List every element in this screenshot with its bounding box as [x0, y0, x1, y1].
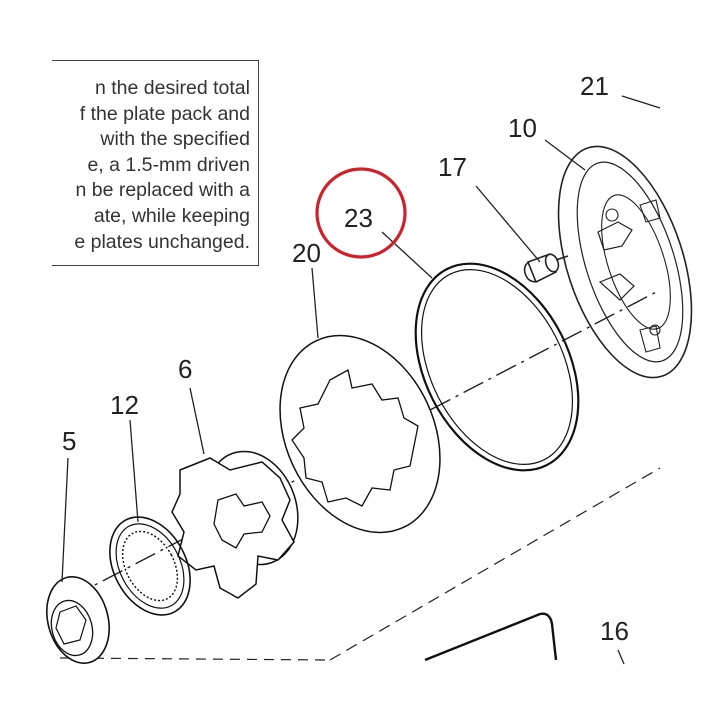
part-oring-23 — [414, 262, 580, 472]
note-line: with the specified — [100, 128, 250, 151]
instruction-note-text: n the desired total f the plate pack and w… — [74, 76, 250, 255]
instruction-note-box: n the desired total f the plate pack and w… — [52, 60, 259, 266]
callout-10: 10 — [508, 113, 537, 143]
note-line: ate, while keeping — [93, 204, 250, 227]
note-line: f the plate pack and — [79, 102, 250, 125]
part-screw-17 — [523, 252, 569, 284]
callout-23: 23 — [344, 203, 373, 233]
lower-guide-line — [329, 467, 661, 661]
note-line: e, a 1.5-mm driven — [87, 153, 250, 176]
part-cover-16 — [424, 612, 558, 662]
part-clutch-6 — [171, 450, 299, 599]
note-line: e plates unchanged. — [74, 230, 250, 253]
part-plate-20 — [279, 334, 441, 534]
callout-21: 21 — [580, 71, 609, 101]
callout-12: 12 — [110, 390, 139, 420]
note-line: n be replaced with a — [75, 179, 250, 202]
part-housing-10 — [557, 145, 693, 379]
callout-6: 6 — [178, 354, 192, 384]
part-bearing-12 — [109, 516, 191, 616]
part-hub-5 — [46, 575, 110, 665]
leader-lines — [61, 95, 661, 665]
callout-17: 17 — [438, 152, 467, 182]
callout-16: 16 — [600, 616, 629, 646]
callout-5: 5 — [62, 426, 76, 456]
bottom-dashed-line — [59, 657, 331, 661]
callout-20: 20 — [292, 238, 321, 268]
highlight-circle — [315, 167, 407, 259]
note-line: n the desired total — [94, 77, 250, 99]
